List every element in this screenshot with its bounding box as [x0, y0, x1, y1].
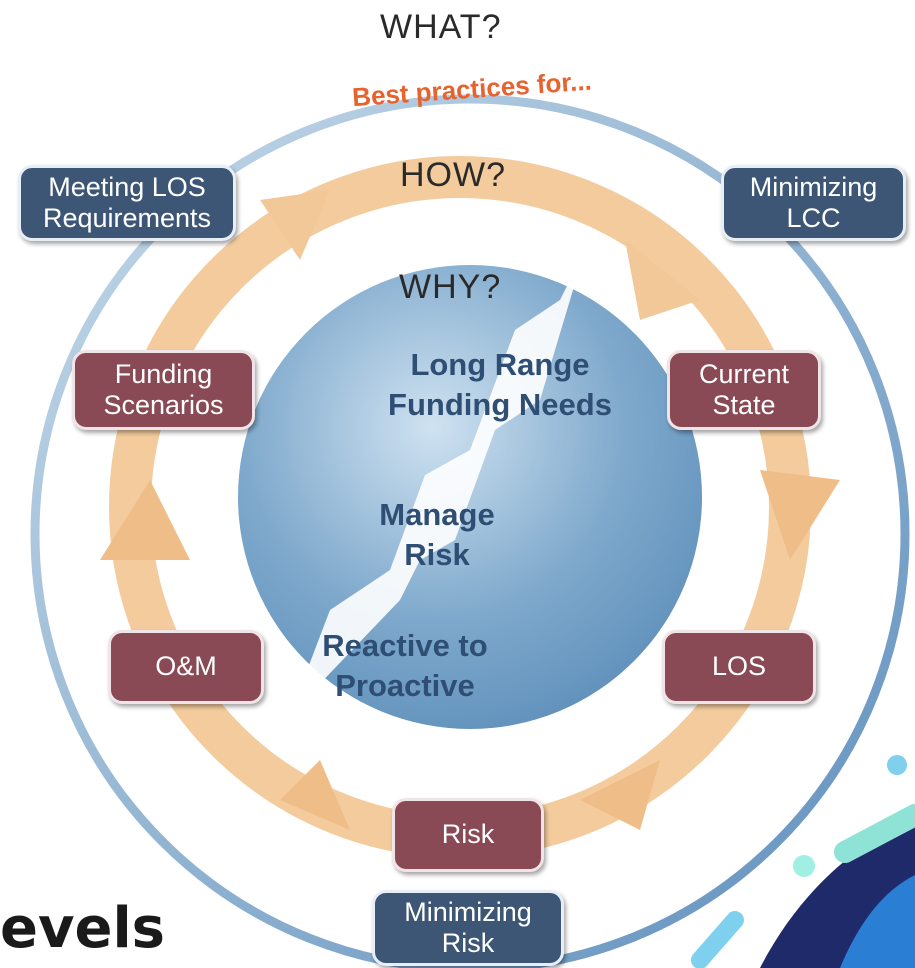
center-long-range-line2: Funding Needs: [388, 387, 612, 423]
corner-dash-teal: [834, 804, 915, 863]
center-manage-risk-line1: Manage: [379, 497, 495, 532]
box-minimizing-risk-line1: Minimizing: [404, 896, 532, 927]
cycle-arrow-left: [100, 480, 190, 560]
heading-how: HOW?: [400, 156, 506, 194]
box-funding-scenarios-line1: Funding: [114, 358, 213, 389]
box-minimizing-lcc: Minimizing LCC: [721, 165, 906, 241]
cycle-arrow-bottom-left: [280, 760, 350, 830]
center-manage-risk-line2: Risk: [404, 537, 470, 573]
box-risk: Risk: [392, 798, 544, 872]
center-reactive-line1: Reactive to: [322, 628, 488, 663]
center-long-range-line1: Long Range: [410, 347, 590, 382]
heading-what: WHAT?: [380, 8, 502, 46]
box-minimizing-lcc-line1: Minimizing: [749, 171, 878, 202]
box-meeting-los: Meeting LOS Requirements: [18, 165, 236, 241]
box-funding-scenarios: Funding Scenarios: [72, 350, 255, 430]
box-meeting-los-line1: Meeting LOS: [48, 171, 206, 202]
center-long-range: Long Range Funding Needs: [362, 345, 638, 426]
box-current-state-line1: Current: [698, 358, 790, 389]
box-minimizing-risk: Minimizing Risk: [372, 890, 564, 966]
box-los: LOS: [662, 630, 816, 704]
center-reactive-proactive: Reactive to Proactive: [290, 626, 520, 707]
box-minimizing-lcc-line2: LCC: [786, 203, 841, 233]
box-om: O&M: [108, 630, 264, 704]
heading-why: WHY?: [399, 268, 502, 306]
box-current-state-line2: State: [712, 390, 776, 420]
corner-swoosh-blue: [840, 875, 915, 968]
outer-ring: [30, 94, 910, 968]
cycle-arrow-top: [625, 240, 700, 320]
box-om-line1: O&M: [155, 651, 217, 682]
box-meeting-los-line2: Requirements: [42, 203, 212, 233]
center-manage-risk: Manage Risk: [357, 495, 517, 576]
corner-dot-teal: [793, 855, 815, 877]
box-risk-line1: Risk: [441, 819, 495, 850]
lightning-bolt: [290, 250, 585, 715]
corner-dash-cyan: [691, 911, 744, 968]
center-reactive-line2: Proactive: [335, 668, 475, 704]
corner-dot-cyan: [887, 755, 907, 775]
box-minimizing-risk-line2: Risk: [441, 928, 495, 958]
box-los-line1: LOS: [711, 651, 767, 682]
cycle-arrow-top-left: [260, 190, 330, 260]
box-funding-scenarios-line2: Scenarios: [103, 390, 224, 420]
cycle-arrow-right: [760, 470, 840, 560]
box-current-state: Current State: [667, 350, 821, 430]
bottom-partial-word: evels: [0, 896, 165, 961]
cycle-arrow-bottom-right: [580, 760, 660, 830]
